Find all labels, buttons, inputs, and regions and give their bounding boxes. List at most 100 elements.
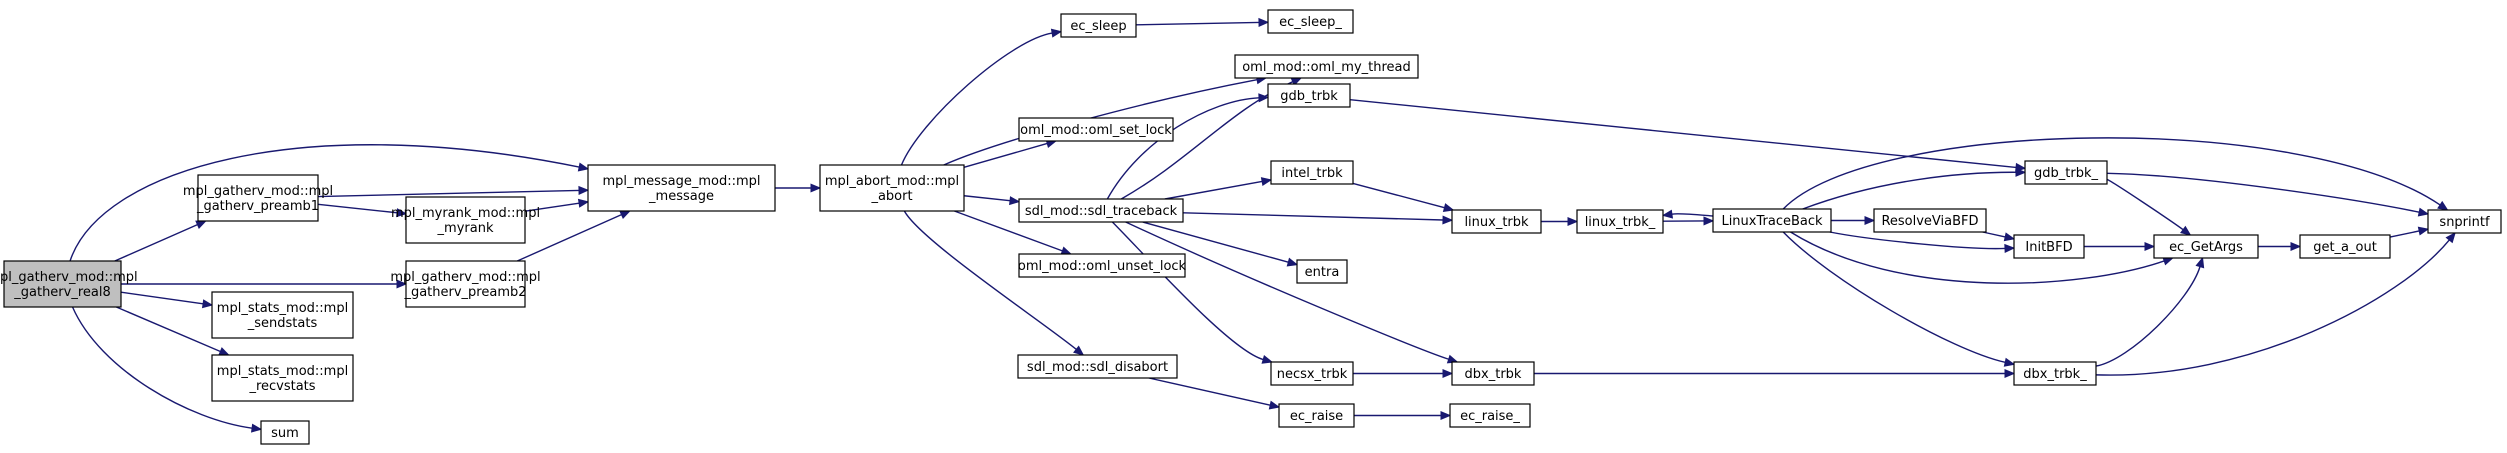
node-box [1451,209,1542,234]
node-box [819,164,965,212]
node-dbx_trbk[interactable]: dbx_trbk [1451,361,1535,386]
node-ec_raise_[interactable]: ec_raise_ [1449,403,1531,428]
node-box [2013,234,2085,259]
node-label: _gatherv_real8 [13,285,111,300]
node-label: linux_trbk_ [1585,215,1656,230]
node-label: ec_raise [1290,409,1343,424]
node-label: _abort [870,189,912,204]
edge-get_a_out-to-snprintf [2389,230,2420,238]
arrowhead-linux_trbk_-to-LinuxTraceBack [1703,216,1715,226]
arrowhead-sdl_traceback-to-gdb_trbk [1258,93,1270,103]
node-InitBFD[interactable]: InitBFD [2013,234,2085,259]
arrowhead-dbx_trbk_-to-snprintf [2445,232,2456,244]
edge-abort-to-oml_unset_lock [954,210,1063,252]
edge-gdb_trbk_-to-snprintf [2106,172,2420,213]
edge-sdl_traceback-to-dbx_trbk [1125,221,1449,360]
node-box [211,354,354,402]
arrowhead-ec_sleep-to-ec_sleep_ [1258,17,1270,28]
node-ResolveViaBFD[interactable]: ResolveViaBFD [1873,208,1987,233]
node-label: _gatherv_preamb1 [196,199,319,214]
node-entra[interactable]: entra [1296,259,1348,284]
node-label: mpl_myrank_mod::mpl [391,206,540,221]
node-box [1234,54,1419,79]
node-box [211,291,354,339]
node-label: linux_trbk [1464,215,1529,230]
node-get_a_out[interactable]: get_a_out [2299,234,2391,259]
node-box [587,164,776,212]
node-ec_sleep[interactable]: ec_sleep [1060,13,1137,38]
arrowhead-gatherv_preamb1-to-message [578,185,590,195]
node-abort[interactable]: mpl_abort_mod::mpl_abort [819,164,965,212]
arrowhead-sdl_disabort-to-ec_raise [1268,400,1281,410]
node-sendstats[interactable]: mpl_stats_mod::mpl_sendstats [211,291,354,339]
node-label: mpl_message_mod::mpl [602,174,760,189]
node-oml_my_thread[interactable]: oml_mod::oml_my_thread [1234,54,1419,79]
arrowhead-gatherv_preamb2-to-message [619,210,631,220]
node-gatherv_preamb1[interactable]: mpl_gatherv_mod::mpl_gatherv_preamb1 [183,174,333,222]
node-myrank[interactable]: mpl_myrank_mod::mpl_myrank [391,196,540,244]
node-label: _myrank [437,221,494,236]
node-box [1017,354,1178,379]
arrowhead-ec_GetArgs-to-get_a_out [2290,241,2302,252]
node-label: get_a_out [2313,240,2377,255]
node-ec_raise[interactable]: ec_raise [1278,403,1355,428]
node-linux_trbk_[interactable]: linux_trbk_ [1576,209,1664,234]
edge-sdl_traceback-to-intel_trbk [1164,180,1263,200]
edge-gatherv_real8-to-message [69,144,580,262]
node-box [1060,13,1137,38]
node-oml_set_lock[interactable]: oml_mod::oml_set_lock [1018,117,1174,142]
edge-LinuxTraceBack-to-snprintf [1782,137,2441,210]
edge-myrank-to-message [524,202,580,212]
node-label: ec_GetArgs [2169,240,2243,255]
node-intel_trbk[interactable]: intel_trbk [1270,160,1354,185]
node-label: ec_raise_ [1460,409,1520,424]
arrowhead-abort-to-sdl_disabort [1073,345,1085,356]
node-box [2013,361,2097,386]
node-box [1451,361,1535,386]
node-label: gdb_trbk_ [2034,166,2098,181]
node-recvstats[interactable]: mpl_stats_mod::mpl_recvstats [211,354,354,402]
node-snprintf[interactable]: snprintf [2427,209,2502,234]
arrowhead-LinuxTraceBack-to-snprintf [2437,200,2449,211]
arrowhead-LinuxTraceBack-to-gdb_trbk_ [2015,167,2027,177]
node-gatherv_real8[interactable]: mpl_gatherv_mod::mpl_gatherv_real8 [0,260,138,308]
edge-sdl_traceback-to-gdb_trbk [1106,97,1260,200]
node-sdl_traceback[interactable]: sdl_mod::sdl_traceback [1018,198,1184,223]
arrowhead-sdl_traceback-to-intel_trbk [1260,177,1273,187]
node-oml_unset_lock[interactable]: oml_mod::oml_unset_lock [1018,253,1187,278]
node-message[interactable]: mpl_message_mod::mpl_message [587,164,776,212]
edge-LinuxTraceBack-to-dbx_trbk_ [1782,231,2006,364]
node-box [1296,259,1348,284]
arrowhead-gatherv_real8-to-recvstats [218,347,230,356]
node-ec_GetArgs[interactable]: ec_GetArgs [2153,234,2259,259]
node-necsx_trbk[interactable]: necsx_trbk [1270,361,1354,386]
arrowhead-abort-to-ec_sleep [1050,28,1063,38]
node-label: dbx_trbk_ [2023,367,2087,382]
arrowhead-gatherv_real8-to-sendstats [201,299,214,309]
node-label: mpl_stats_mod::mpl [217,364,348,379]
node-label: sdl_mod::sdl_traceback [1025,204,1178,219]
node-box [260,420,310,445]
edge-sdl_traceback-to-necsx_trbk [1111,221,1264,361]
node-label: snprintf [2439,215,2490,230]
edge-abort-to-sdl_traceback [963,195,1011,202]
arrowhead-linux_trbk-to-linux_trbk_ [1567,216,1579,227]
node-gdb_trbk[interactable]: gdb_trbk [1267,83,1351,108]
node-label: mpl_gatherv_mod::mpl [183,184,333,199]
arrowhead-sdl_traceback-to-linux_trbk [1442,215,1454,225]
node-ec_sleep_[interactable]: ec_sleep_ [1267,9,1354,34]
node-dbx_trbk_[interactable]: dbx_trbk_ [2013,361,2097,386]
edge-abort-to-ec_sleep [900,32,1053,166]
node-label: ResolveViaBFD [1881,214,1978,229]
node-linux_trbk[interactable]: linux_trbk [1451,209,1542,234]
node-sum[interactable]: sum [260,420,310,445]
arrowhead-sdl_traceback-to-necsx_trbk [1261,355,1274,364]
arrowhead-gatherv_real8-to-sum [250,423,263,433]
node-sdl_disabort[interactable]: sdl_mod::sdl_disabort [1017,354,1178,379]
node-gdb_trbk_[interactable]: gdb_trbk_ [2024,160,2108,185]
node-LinuxTraceBack[interactable]: LinuxTraceBack [1712,208,1832,233]
edge-sdl_traceback-to-entra [1142,221,1289,263]
node-gatherv_preamb2[interactable]: mpl_gatherv_mod::mpl_gatherv_preamb2 [390,260,541,308]
node-box [405,260,526,308]
arrowhead-ResolveViaBFD-to-InitBFD [2003,232,2016,242]
